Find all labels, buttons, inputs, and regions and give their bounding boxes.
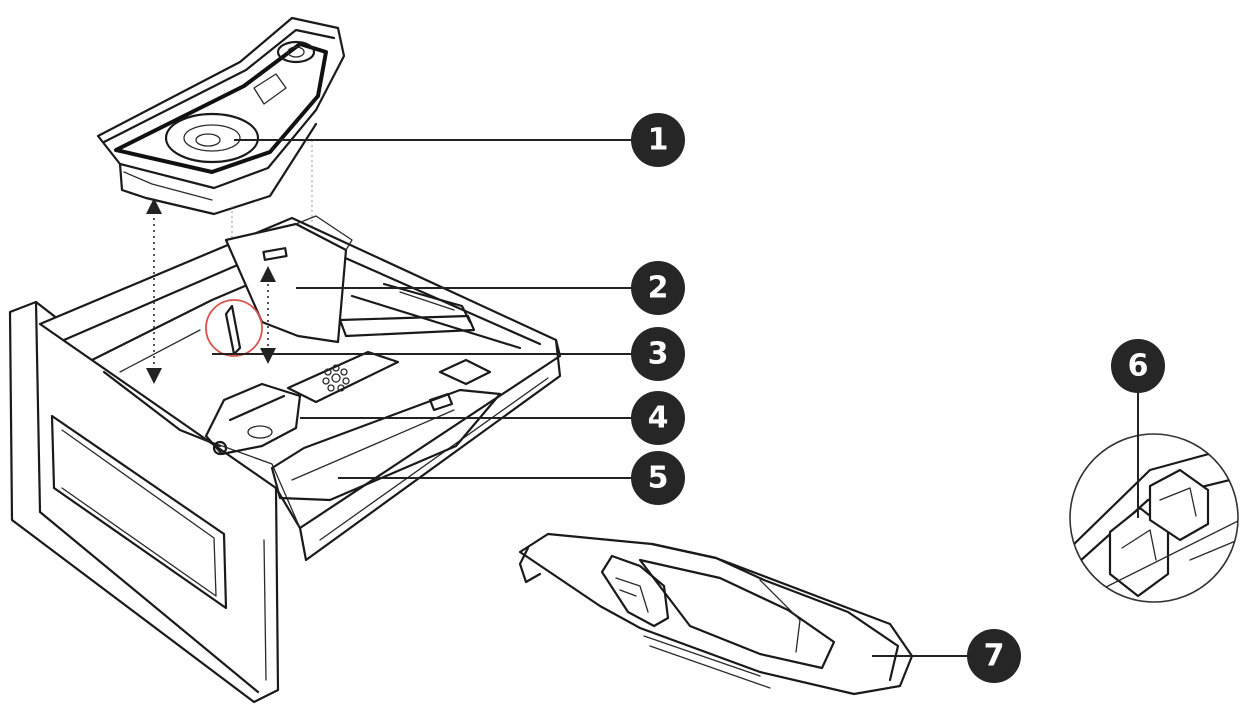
callout-badge-4: 4 xyxy=(631,391,685,445)
up-down-arrow-icon xyxy=(260,266,276,364)
callout-badge-7: 7 xyxy=(967,629,1021,683)
magnifier-inset-icon xyxy=(1069,433,1239,603)
callout-badge-3: 3 xyxy=(631,327,685,381)
callout-label-2: 2 xyxy=(648,271,669,306)
drawer-clip xyxy=(224,304,242,356)
up-down-arrow-icon xyxy=(146,198,162,384)
callout-label-3: 3 xyxy=(648,337,669,372)
callout-label-6: 6 xyxy=(1128,349,1149,384)
callout-label-4: 4 xyxy=(648,401,669,436)
callout-label-1: 1 xyxy=(648,123,669,158)
callout-label-5: 5 xyxy=(648,461,669,496)
callout-badge-6: 6 xyxy=(1111,339,1165,393)
callout-label-7: 7 xyxy=(984,639,1005,674)
drawer-front-panel xyxy=(8,300,280,704)
callout-badge-1: 1 xyxy=(631,113,685,167)
callout-badge-5: 5 xyxy=(631,451,685,505)
drawer-screw-icon xyxy=(212,440,228,456)
liquid-detergent-cup-part xyxy=(518,532,914,696)
highlight-circle-icon xyxy=(205,299,263,357)
callout-badge-2: 2 xyxy=(631,261,685,315)
siphon-cap-part xyxy=(96,16,346,216)
rosette-vent-icon xyxy=(322,364,350,392)
